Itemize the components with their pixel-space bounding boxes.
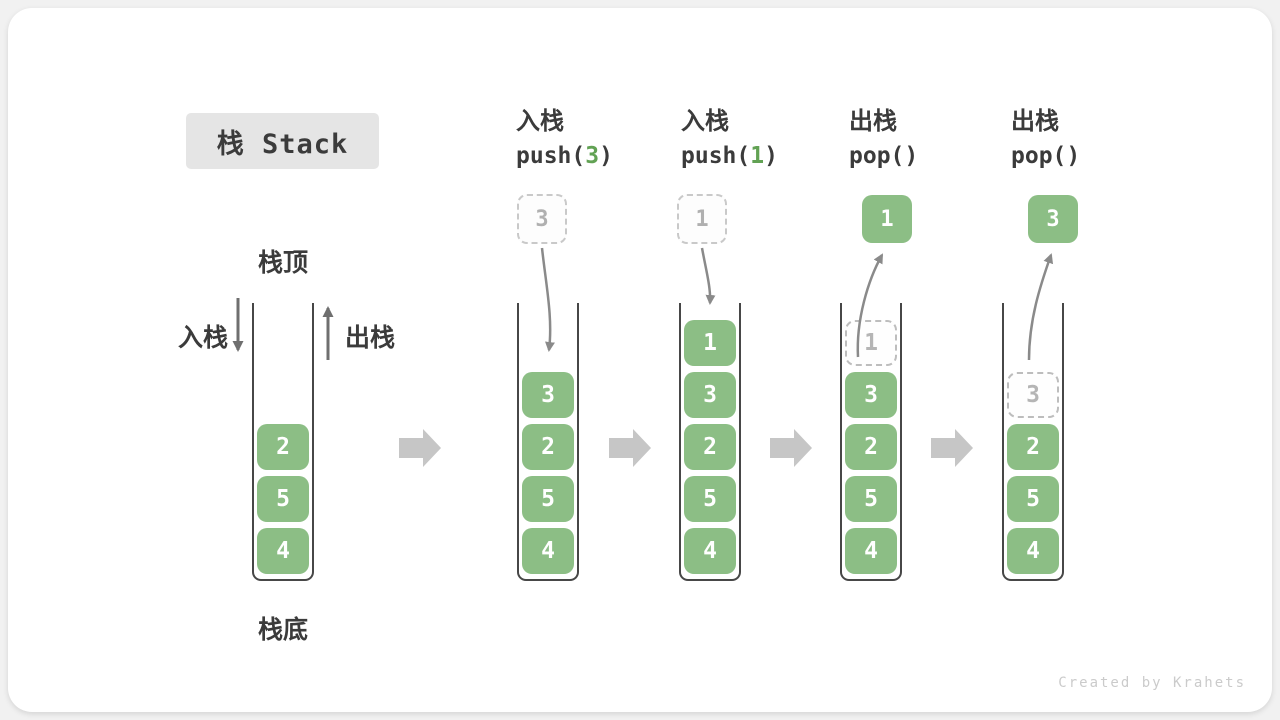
stack-item: 4 bbox=[684, 528, 736, 574]
popped-item-box: 3 bbox=[1028, 195, 1078, 243]
stack-item: 2 bbox=[845, 424, 897, 470]
operation-action-label: 入栈 bbox=[681, 108, 729, 135]
stack-bottom-label: 栈底 bbox=[257, 616, 309, 644]
popped-item-box: 1 bbox=[862, 195, 912, 243]
stack-container-2 bbox=[517, 303, 579, 581]
stack-item: 3 bbox=[845, 372, 897, 418]
stack-item: 2 bbox=[1007, 424, 1059, 470]
ghost-item: 3 bbox=[1007, 372, 1059, 418]
operation-code: push(1) bbox=[681, 143, 778, 169]
stack-item: 5 bbox=[522, 476, 574, 522]
stack-container-4 bbox=[840, 303, 902, 581]
operation-header-push-1: 入栈 push(1) bbox=[681, 106, 841, 174]
stack-item: 4 bbox=[522, 528, 574, 574]
stack-item: 2 bbox=[522, 424, 574, 470]
stack-container-5 bbox=[1002, 303, 1064, 581]
push-arg-1: 1 bbox=[750, 143, 765, 169]
operation-action-label: 出栈 bbox=[1011, 108, 1059, 135]
stack-item: 4 bbox=[257, 528, 309, 574]
operation-code: push(3) bbox=[516, 143, 613, 169]
operation-header-pop-2: 出栈 pop() bbox=[1011, 106, 1171, 174]
stack-item: 5 bbox=[845, 476, 897, 522]
stack-top-label: 栈顶 bbox=[257, 249, 309, 277]
operation-code: pop() bbox=[849, 143, 919, 169]
stack-item: 4 bbox=[845, 528, 897, 574]
operation-header-pop-1: 出栈 pop() bbox=[849, 106, 1009, 174]
stack-item: 2 bbox=[257, 424, 309, 470]
push-direction-label: 入栈 bbox=[177, 324, 228, 352]
stack-item: 3 bbox=[684, 372, 736, 418]
title-badge: 栈 Stack bbox=[186, 113, 379, 169]
stack-item: 4 bbox=[1007, 528, 1059, 574]
stack-item: 1 bbox=[684, 320, 736, 366]
stack-container-1 bbox=[252, 303, 314, 581]
push-arg-3: 3 bbox=[585, 143, 600, 169]
stack-item: 5 bbox=[1007, 476, 1059, 522]
operation-code: pop() bbox=[1011, 143, 1081, 169]
stack-container-3 bbox=[679, 303, 741, 581]
pop-direction-label: 出栈 bbox=[345, 324, 396, 352]
operation-action-label: 出栈 bbox=[849, 108, 897, 135]
stack-item: 2 bbox=[684, 424, 736, 470]
ghost-item: 1 bbox=[845, 320, 897, 366]
operation-header-push-3: 入栈 push(3) bbox=[516, 106, 676, 174]
pushed-item-box: 3 bbox=[517, 194, 567, 244]
stack-item: 5 bbox=[257, 476, 309, 522]
pushed-item-box: 1 bbox=[677, 194, 727, 244]
stack-item: 5 bbox=[684, 476, 736, 522]
watermark: Created by Krahets bbox=[1058, 675, 1246, 691]
operation-action-label: 入栈 bbox=[516, 108, 564, 135]
stack-item: 3 bbox=[522, 372, 574, 418]
title-text: 栈 Stack bbox=[216, 128, 349, 160]
